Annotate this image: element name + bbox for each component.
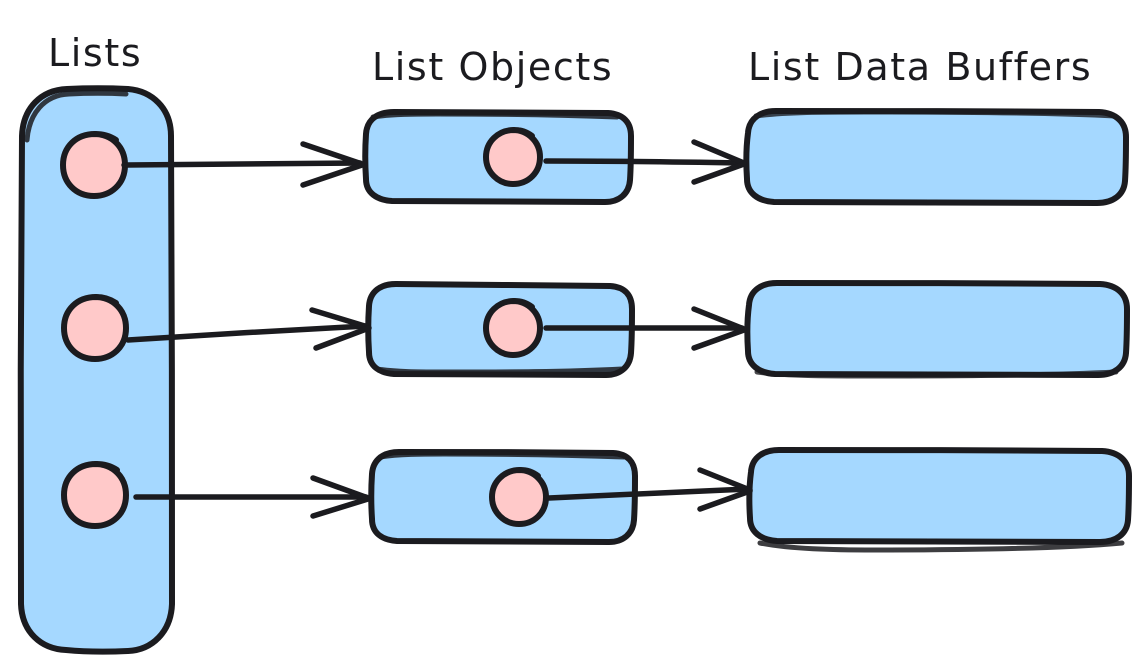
arrow-object-to-buffer-2 (543, 306, 747, 351)
arrow-object-to-buffer-3 (546, 467, 753, 512)
data-buffer-3-outline-2 (757, 540, 1125, 553)
list-object-3[interactable] (368, 449, 638, 545)
arrow-list-to-object-3 (133, 475, 371, 519)
pointer-1[interactable] (60, 131, 128, 199)
object-pointer-2[interactable] (483, 298, 543, 358)
object-pointer-1-outline (483, 127, 543, 187)
data-buffer-1[interactable] (743, 108, 1129, 206)
data-buffer-2-outline-2 (754, 369, 1119, 379)
object-pointer-2-outline (483, 298, 543, 358)
list-object-1-outline-2 (370, 111, 620, 120)
object-pointer-3-fill (492, 470, 546, 524)
heading-list-data-buffers: List Data Buffers (748, 45, 1092, 89)
pointer-2-outline (61, 294, 129, 362)
data-buffer-1-outline-2 (753, 109, 1118, 119)
object-pointer-2-fill (486, 301, 540, 355)
object-pointer-3[interactable] (489, 467, 549, 527)
object-pointer-1[interactable] (483, 127, 543, 187)
pointer-1-fill (63, 134, 125, 196)
list-object-3-outline-2 (377, 451, 627, 460)
data-buffer-2[interactable] (744, 280, 1130, 379)
object-pointer-3-outline (489, 467, 549, 527)
data-buffer-3-outline (746, 447, 1132, 545)
data-buffer-3[interactable] (746, 447, 1132, 553)
pointer-2-fill (64, 297, 126, 359)
list-object-2-outline-2 (374, 366, 625, 375)
heading-lists: Lists (48, 31, 142, 75)
arrow-list-to-object-1 (121, 141, 365, 188)
object-pointer-1-fill (486, 130, 540, 184)
data-buffer-1-fill (747, 111, 1126, 203)
data-buffer-2-fill (748, 283, 1127, 375)
list-object-1[interactable] (362, 109, 634, 205)
lists-container-outline-2 (24, 90, 129, 143)
pointer-3-outline (61, 461, 129, 529)
lists-container-outline (17, 85, 175, 655)
pointer-1-outline (60, 131, 128, 199)
pointer-3-fill (64, 464, 126, 526)
arrow-object-to-buffer-1 (543, 139, 747, 185)
list-object-2[interactable] (365, 281, 635, 378)
pointer-2[interactable] (61, 294, 129, 362)
pointer-3[interactable] (61, 461, 129, 529)
lists-container-fill (21, 89, 172, 651)
lists-container[interactable] (17, 85, 175, 655)
data-buffer-3-fill (750, 450, 1129, 542)
arrow-list-to-object-2 (125, 307, 372, 351)
heading-list-objects: List Objects (372, 45, 613, 89)
